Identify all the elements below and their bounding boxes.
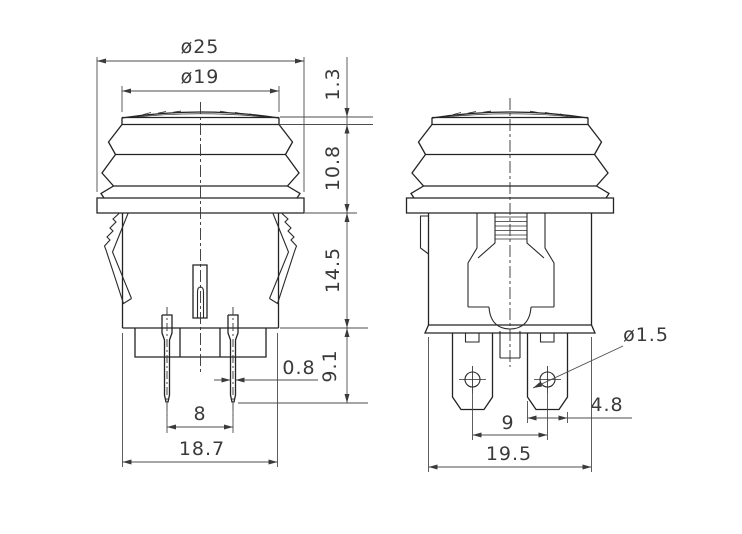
side-view-dimensions: ø1.5 4.8 9 19.5: [428, 324, 669, 472]
dim-base-width: 19.5: [486, 443, 532, 465]
front-view-dimensions: ø25 ø19 1.3 10.8 14.5 9.1 0.8: [96, 36, 373, 467]
dim-cap-lip-height: 1.3: [322, 67, 344, 100]
dim-pin-spacing: 8: [193, 403, 206, 425]
dim-body-width: 18.7: [179, 438, 225, 460]
plunger-mechanism: [467, 213, 555, 359]
dim-pin-width: 0.8: [282, 357, 315, 379]
side-view: ø1.5 4.8 9 19.5: [405, 98, 669, 472]
mounting-clip-right: [268, 213, 298, 305]
dim-cap-height: 10.8: [322, 145, 344, 191]
dim-terminal-spacing: 9: [501, 412, 514, 434]
center-post: [192, 264, 208, 319]
dim-outer-diameter: ø25: [181, 36, 220, 58]
mounting-clip-left: [103, 213, 133, 305]
dim-button-diameter: ø19: [181, 66, 220, 88]
front-view: ø25 ø19 1.3 10.8 14.5 9.1 0.8: [96, 36, 373, 467]
dim-terminal-width: 4.8: [590, 394, 623, 416]
housing-body-side: [419, 213, 593, 326]
dim-hole-diameter: ø1.5: [623, 324, 669, 346]
terminal-pin-right: [227, 314, 239, 403]
dim-pin-length: 9.1: [319, 349, 341, 382]
flange: [96, 197, 305, 214]
terminal-pin-left: [161, 314, 173, 403]
flange-side: [405, 197, 615, 214]
dim-body-height: 14.5: [322, 247, 344, 293]
centerlines-front: [166, 102, 234, 420]
